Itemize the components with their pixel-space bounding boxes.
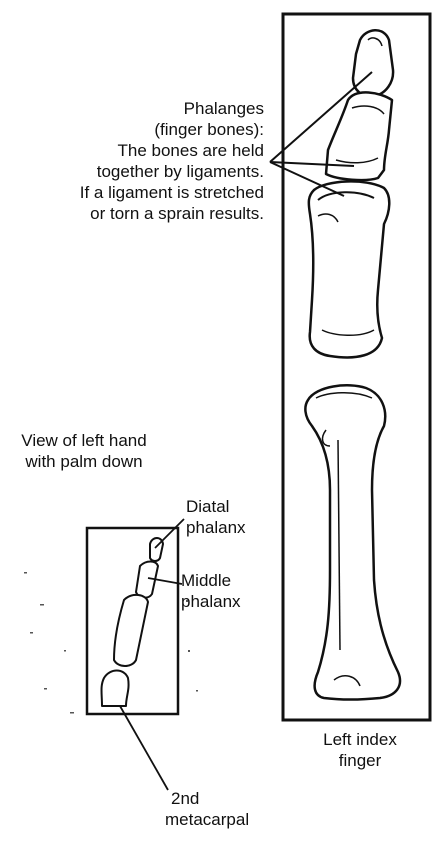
hand-view-line2: with palm down: [0, 451, 168, 472]
distal-label-line2: phalanx: [186, 517, 246, 538]
phalanges-title: Phalanges: [4, 98, 264, 119]
metacarpal-label-line1: 2nd: [165, 788, 249, 809]
finger-caption-line1: Left index: [300, 729, 420, 750]
middle-label-line1: Middle: [181, 570, 241, 591]
metacarpal-label-line2: metacarpal: [165, 809, 249, 830]
hand-bones-illustration: [102, 538, 164, 706]
phalanges-note-line3: The bones are held: [4, 140, 264, 161]
middle-phalanx-label: Middle phalanx: [181, 570, 241, 612]
index-finger-bones-illustration: [305, 30, 400, 699]
finger-caption-line2: finger: [300, 750, 420, 771]
phalanges-note-line4: together by ligaments.: [4, 161, 264, 182]
metacarpal-label: 2nd metacarpal: [165, 788, 249, 830]
finger-caption: Left index finger: [300, 729, 420, 771]
phalanges-note-line5: If a ligament is stretched: [4, 182, 264, 203]
middle-label-line2: phalanx: [181, 591, 241, 612]
distal-phalanx-label: Diatal phalanx: [186, 496, 246, 538]
phalanges-note-line6: or torn a sprain results.: [4, 203, 264, 224]
phalanges-subtitle: (finger bones):: [4, 119, 264, 140]
hand-view-caption: View of left hand with palm down: [0, 430, 168, 472]
distal-label-line1: Diatal: [186, 496, 246, 517]
hand-view-line1: View of left hand: [0, 430, 168, 451]
phalanges-note: Phalanges (finger bones): The bones are …: [4, 98, 264, 224]
